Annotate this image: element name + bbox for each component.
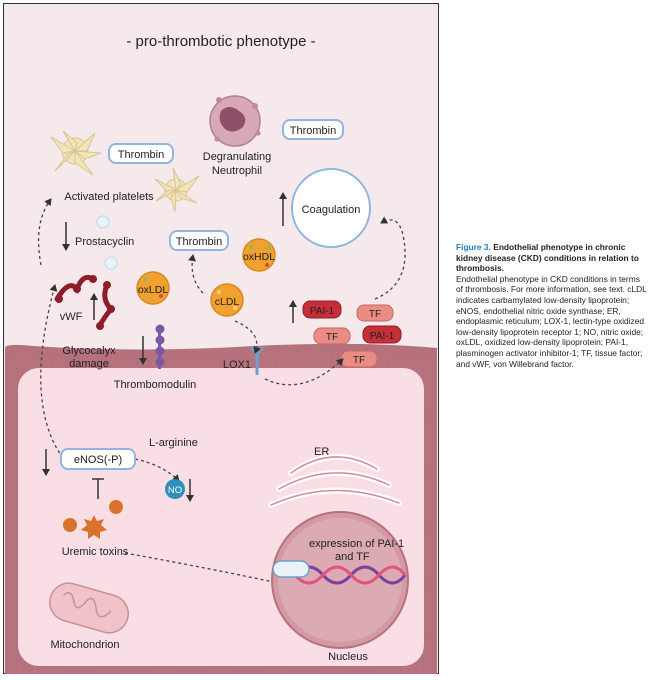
nucleus-inner-icon [278,518,402,642]
vwf-label: vWF [60,311,83,323]
dna-helix-icon [293,565,407,585]
lox1-label: LOX1 [223,359,251,371]
thrombomodulin-label: Thrombomodulin [114,379,197,391]
vwf-nodes-icon [55,275,115,330]
uremic-toxins-icon [63,500,123,539]
activated-platelets-label: Activated platelets [64,191,154,203]
oxhdl-icon [242,238,276,272]
prostacyclin-label: Prostacyclin [75,236,134,248]
neutrophil-label-1: Degranulating [203,151,272,163]
caption-figure-number: Figure 3. [456,242,491,252]
cldl-label: cLDL [215,296,240,308]
promoter-icon [272,560,310,578]
pai1-pill-a: PAI-1 [302,300,342,319]
prostacyclin-dot-icon-2 [104,256,118,270]
nucleus-label: Nucleus [328,651,368,663]
mitochondrion-label: Mitochondrion [50,639,119,651]
enos-box [60,448,136,470]
prostacyclin-dot-icon [96,215,110,229]
no-molecule-icon [165,479,185,499]
tf-pill-c: TF [340,350,378,368]
oxhdl-label: oxHDL [243,251,275,263]
platelet-icon [50,130,102,176]
uremic-toxins-label: Uremic toxins [62,546,129,558]
thrombin-box-3: Thrombin [169,230,229,251]
er-label: ER [314,446,329,458]
tf-pill-a: TF [356,304,394,322]
thrombomodulin-icon [155,324,165,369]
thrombin-box-2: Thrombin [282,119,344,140]
glycocalyx-label-1: Glycocalyx [62,345,116,357]
oxldl-label: oxLDL [138,284,169,296]
caption-title: Endothelial phenotype in chronic kidney … [456,242,639,274]
enos-label: eNOS(-P) [74,454,122,466]
cldl-icon [210,283,244,317]
thrombin-label-1: Thrombin [118,149,164,161]
platelet-icon-2 [154,167,200,213]
l-arginine-label: L-arginine [149,437,198,449]
figure-panel: - pro-thrombotic phenotype - Degranulati… [3,3,439,674]
mitochondrion-icon [49,582,129,634]
tf-label-a: TF [369,309,381,320]
thrombin-box-1: Thrombin [108,143,174,164]
neutrophil-icon [209,95,261,147]
pai1-pill-b: PAI-1 [362,325,402,344]
thrombin-label-2: Thrombin [290,125,336,137]
inhibition-icon [92,478,104,499]
neutrophil-label-2: Neutrophil [212,165,262,177]
caption-body: Endothelial phenotype in CKD conditions … [456,273,647,369]
expression-label-2: and TF [335,551,370,563]
tf-label-b: TF [326,332,338,343]
figure-title: - pro-thrombotic phenotype - [126,33,315,50]
figure-caption: Figure 3. Endothelial phenotype in chron… [456,242,648,369]
coagulation-label: Coagulation [302,204,361,216]
er-outline-icon [270,456,400,506]
coagulation-circle [291,168,371,248]
pai1-label-b: PAI-1 [370,331,395,342]
tf-label-c: TF [353,355,365,366]
expression-label-1: expression of PAI-1 [309,538,404,550]
pai1-label-a: PAI-1 [310,306,335,317]
caption-heading: Figure 3. Endothelial phenotype in chron… [456,242,648,274]
no-label: NO [168,485,182,496]
thrombin-label-3: Thrombin [176,236,222,248]
glycocalyx-label-2: damage [69,358,109,370]
tf-pill-b: TF [313,327,351,345]
oxldl-icon [136,271,170,305]
endothelial-diagram: - pro-thrombotic phenotype - Degranulati… [3,3,439,674]
